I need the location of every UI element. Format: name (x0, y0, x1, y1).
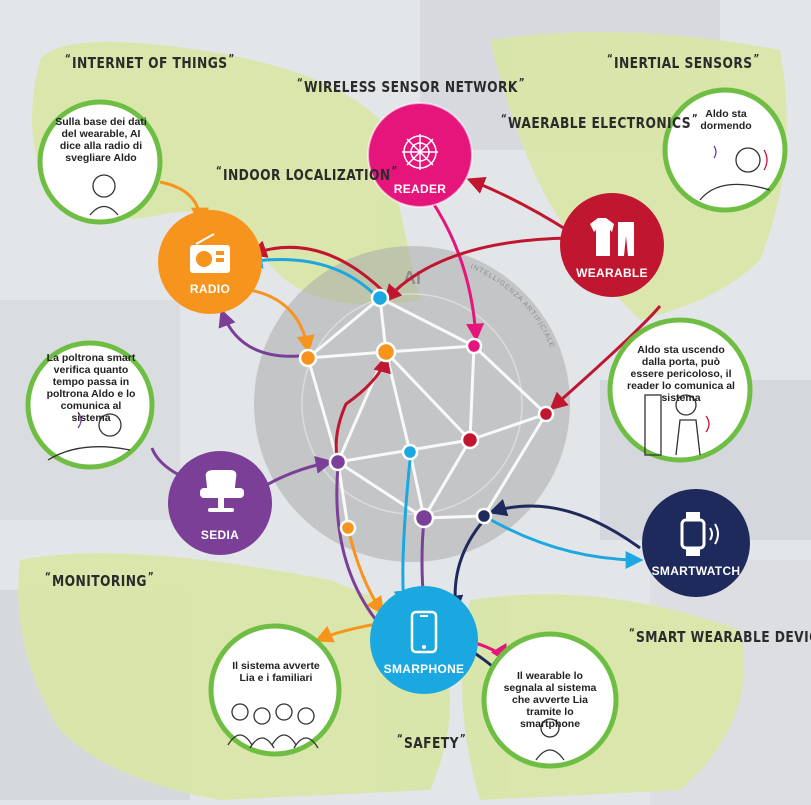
wearable-label: WEARABLE (576, 266, 648, 280)
radio-label: RADIO (189, 282, 231, 296)
armchair-icon (200, 470, 244, 512)
bubble-text-wearable-alerts: Il wearable lo segnala al sistema che av… (503, 670, 597, 730)
aldo-sleeping-icon (699, 145, 771, 201)
node-dot-top (370, 288, 390, 308)
reader-label: READER (393, 182, 447, 196)
bubble-text-wearable-ai: Sulla base dei dati del wearable, AI dic… (55, 116, 147, 164)
node-dot-lower-center (401, 443, 419, 461)
aldo-portrait-icon (89, 174, 119, 216)
node-dot-lower-right (460, 430, 480, 450)
smartwatch-icon (680, 512, 719, 556)
tag-monitoring: “MONITORING” (44, 570, 155, 590)
smartphone-icon (410, 610, 438, 654)
tag-wearable-electronics: “WAERABLE ELECTRONICS” (500, 112, 699, 132)
lia-phone-icon (535, 718, 565, 761)
wearable-node[interactable] (560, 193, 664, 297)
bubble-chair (25, 340, 155, 470)
sedia-node[interactable] (168, 451, 272, 555)
node-dot-lower-left (328, 452, 348, 472)
smartwatch-node[interactable] (642, 489, 750, 597)
tag-wireless-sensor-network: “WIRELESS SENSOR NETWORK” (296, 76, 526, 96)
bubble-text-aldo-sleeping: Aldo sta dormendo (700, 108, 752, 132)
node-dot-bottom (413, 507, 435, 529)
reader-node[interactable] (367, 102, 473, 208)
spider-web-icon (402, 134, 438, 170)
radio-node[interactable] (158, 210, 262, 314)
ai-circle (254, 246, 570, 562)
node-dot-far-right (537, 405, 555, 423)
tag-internet-of-things: “INTERNET OF THINGS” (64, 52, 235, 72)
bubble-text-chair: La poltrona smart verifica quanto tempo … (46, 352, 136, 424)
radio-icon (190, 233, 230, 273)
tag-smart-wearable-devices: “SMART WEARABLE DEVICES” (628, 626, 811, 646)
bubble-aldo-sleeping (662, 87, 788, 213)
smartphone-label: SMARPHONE (383, 662, 465, 676)
node-dot-left (298, 348, 318, 368)
tag-inertial-sensors: “INERTIAL SENSORS” (606, 52, 760, 72)
node-dot-bottom-left (339, 519, 357, 537)
smartphone-node[interactable] (370, 586, 478, 694)
tag-indoor-localization: “INDOOR LOCALIZATION” (215, 164, 398, 184)
bubble-wearable-alerts (481, 631, 619, 769)
sedia-label: SEDIA (200, 528, 240, 542)
tag-safety: “SAFETY” (396, 732, 467, 752)
bubble-text-system-alerts: Il sistema avverte Lia e i familiari (232, 660, 320, 684)
ai-inner-ring (301, 293, 523, 515)
node-dot-center (375, 341, 397, 363)
aldo-chair-icon (47, 411, 131, 461)
bubble-text-aldo-leaving: Aldo sta uscendo dalla porta, può essere… (627, 344, 735, 404)
network-nodes (298, 288, 555, 537)
bubble-wearable-ai (37, 99, 163, 225)
node-dot-bottom-right (475, 507, 493, 525)
aldo-door-icon (644, 394, 710, 456)
clothes-icon (590, 218, 634, 256)
family-group-icon (227, 703, 319, 749)
smartwatch-label: SMARTWATCH (651, 564, 741, 578)
flow-arrows (150, 169, 662, 677)
node-dot-right (465, 337, 483, 355)
person-sketches (47, 145, 771, 761)
bubbles (25, 87, 788, 769)
bubble-system-alerts (208, 623, 342, 757)
